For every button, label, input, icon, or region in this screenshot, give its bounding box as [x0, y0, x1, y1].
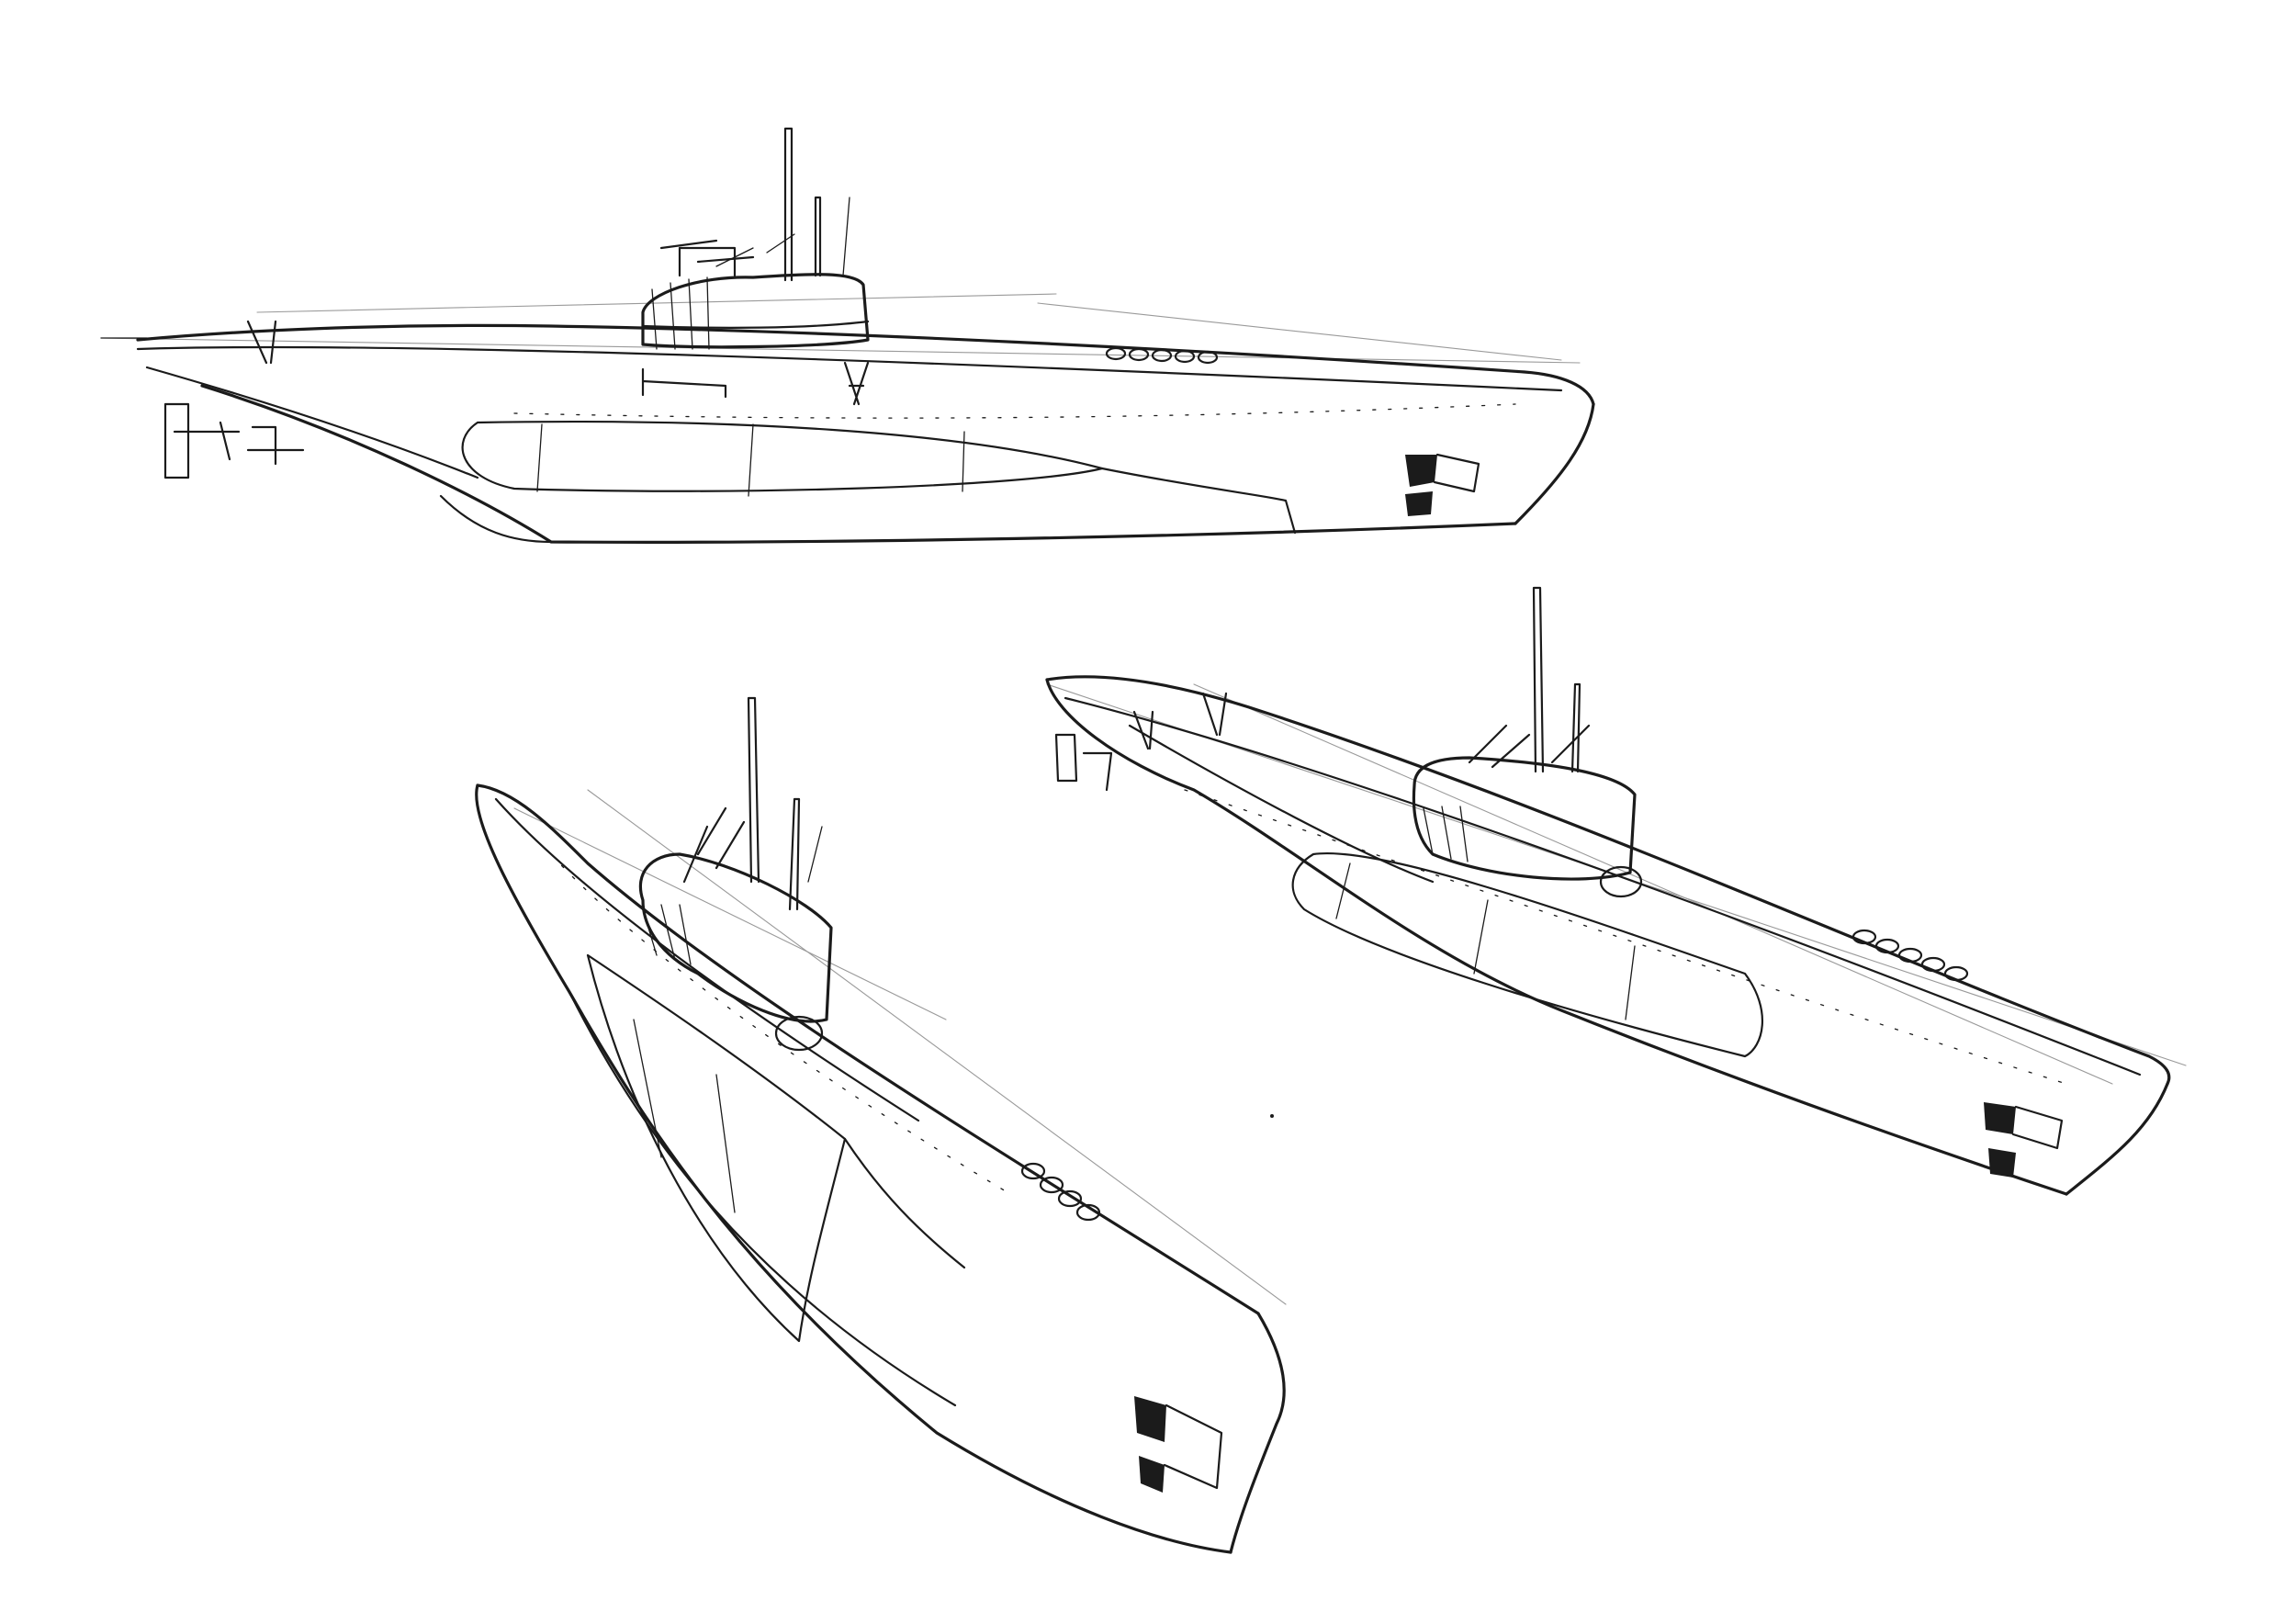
hull-bow: [2065, 1082, 2169, 1196]
periscope-tall: [747, 696, 760, 884]
torpedo-tubes: [1405, 453, 1480, 516]
hull-bow: [1229, 1312, 1286, 1554]
conning-tower: [638, 852, 833, 1023]
periscope-tall: [1532, 586, 1545, 773]
hull-deck-line: [1045, 675, 2171, 1086]
flak-gun: [1468, 724, 1591, 769]
submarine-three-quarter-view-right: [1045, 586, 2187, 1196]
saddle-tank: [461, 420, 1104, 492]
stern-rudder: [163, 402, 305, 479]
submarine-side-view: [100, 127, 1595, 544]
periscope-tall: [783, 127, 793, 282]
hull-keel-line: [475, 783, 1232, 1554]
conning-tower: [1412, 756, 1637, 881]
hull-keel-line: [1045, 678, 2068, 1196]
flak-gun: [659, 239, 755, 277]
torpedo-tubes: [1984, 1102, 2064, 1178]
deck-bollards: [1020, 1162, 1101, 1222]
stern-rudder: [1054, 733, 1113, 792]
hull-deck-line: [476, 783, 1260, 1315]
hull-keel-line: [200, 384, 1517, 544]
hull-deck-line: [136, 323, 1595, 406]
flak-gun: [682, 806, 746, 884]
conning-tower: [641, 273, 870, 349]
deck-bollards: [1105, 346, 1219, 365]
saddle-tank: [1291, 852, 1764, 1058]
ink-speck: [1270, 1114, 1274, 1118]
torpedo-tubes: [1134, 1396, 1223, 1493]
hull-bow: [1514, 402, 1595, 525]
submarine-three-quarter-view-left: [475, 696, 1287, 1554]
saddle-tank: [586, 953, 847, 1343]
deck-bollards: [1851, 929, 1969, 982]
